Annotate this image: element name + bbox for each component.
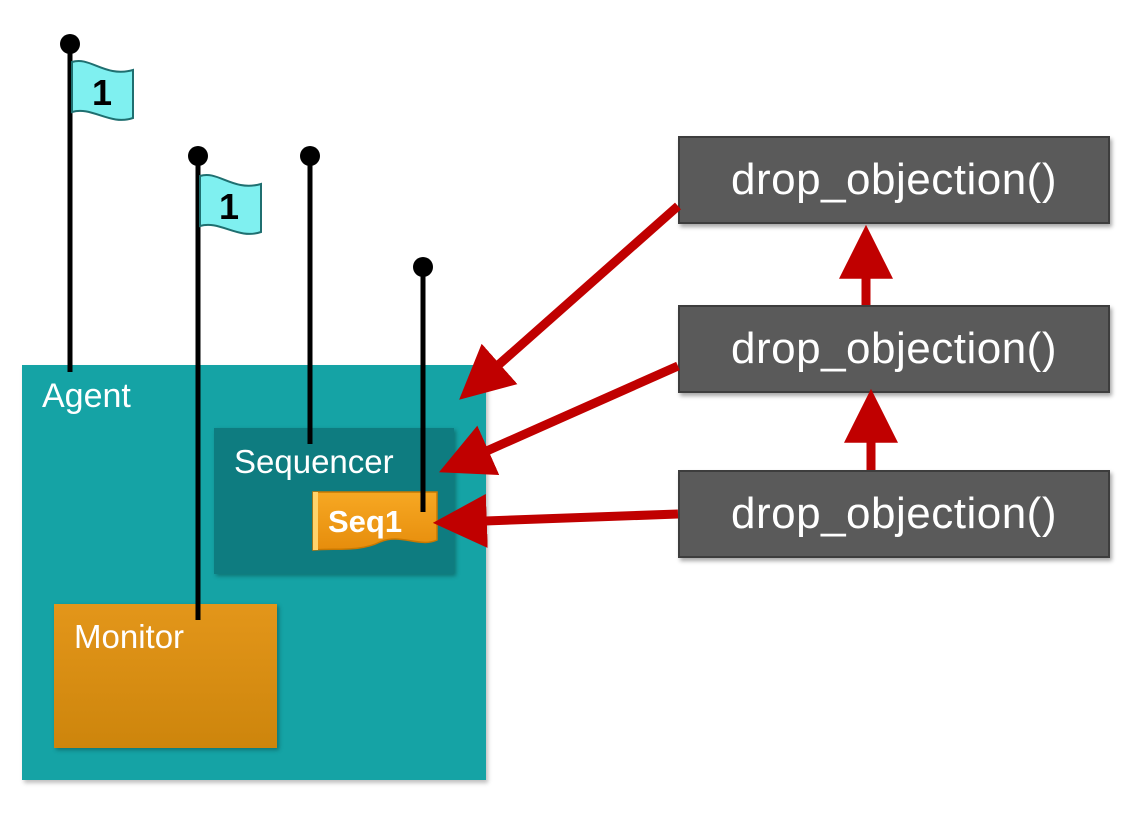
drop-objection-box-middle: drop_objection() [678,305,1110,393]
drop-objection-label: drop_objection() [731,489,1057,538]
monitor-box [54,604,277,748]
seq1-label: Seq1 [328,504,403,539]
drop-objection-label: drop_objection() [731,155,1057,204]
arrow-bottom-to-seq1 [432,493,679,548]
sequencer-label: Sequencer [234,443,394,480]
agent-pole [60,34,80,372]
objection-flag-monitor: 1 [199,173,262,235]
drop-objection-box-bottom: drop_objection() [678,470,1110,558]
flag-count-label: 1 [92,72,112,113]
drop-objection-box-top: drop_objection() [678,136,1110,224]
monitor-label: Monitor [74,618,185,655]
flag-count-label: 1 [219,186,239,227]
agent-label: Agent [42,377,131,415]
arrow-top-to-agent [459,202,681,400]
arrow-middle-to-sequencer [438,361,680,475]
drop-objection-label: drop_objection() [731,324,1057,373]
objection-flag-agent: 1 [71,59,134,121]
